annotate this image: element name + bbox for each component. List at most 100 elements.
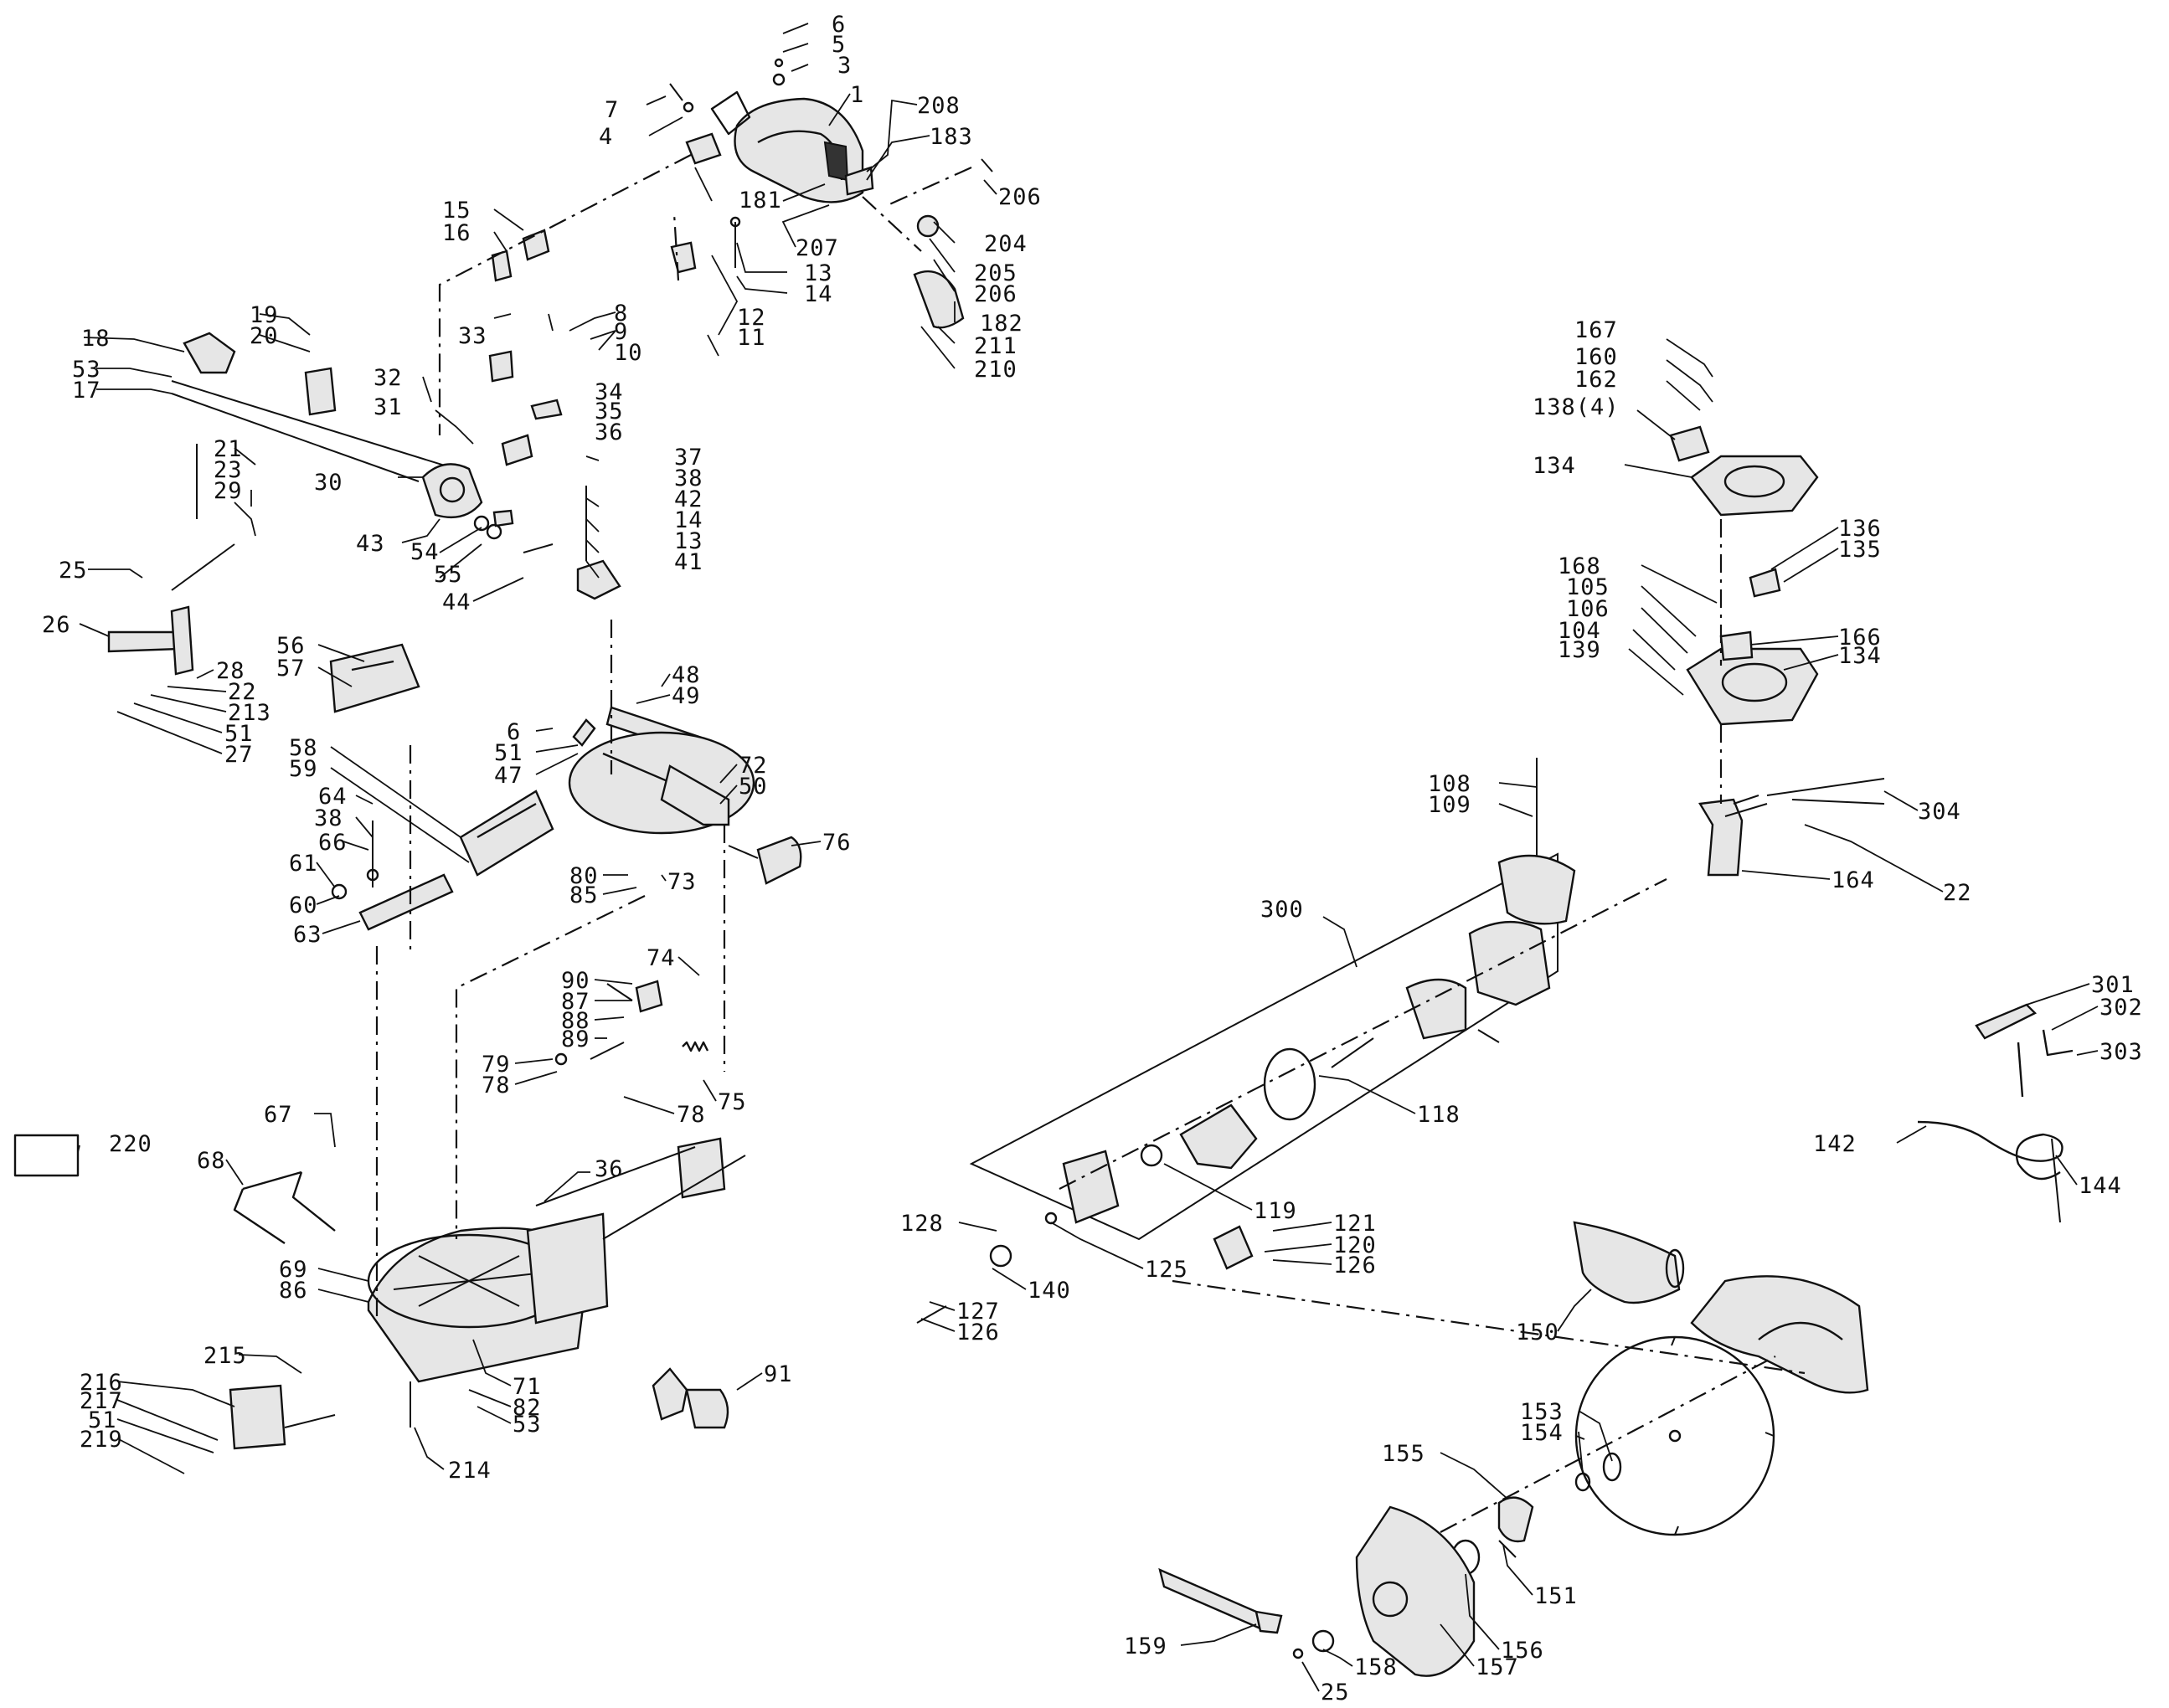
callout-42: 42 bbox=[674, 486, 703, 512]
callout-109: 109 bbox=[1428, 792, 1471, 818]
fence-left bbox=[329, 643, 420, 713]
callout-48: 48 bbox=[672, 662, 701, 688]
callout-158: 158 bbox=[1354, 1654, 1398, 1680]
lock-knob bbox=[728, 836, 802, 885]
callout-166: 166 bbox=[1838, 625, 1882, 651]
callout-211: 211 bbox=[974, 333, 1018, 359]
callout-53: 53 bbox=[72, 357, 101, 383]
motor-assembly bbox=[916, 758, 1576, 1324]
callout-10: 10 bbox=[614, 340, 643, 366]
miter-base bbox=[367, 1137, 746, 1383]
callout-219: 219 bbox=[80, 1427, 123, 1453]
callout-182: 182 bbox=[980, 311, 1023, 337]
callout-66: 66 bbox=[318, 830, 348, 856]
callout-28: 28 bbox=[216, 658, 245, 684]
callout-128: 128 bbox=[900, 1211, 944, 1237]
callout-20: 20 bbox=[250, 323, 279, 349]
callout-301: 301 bbox=[2091, 972, 2135, 998]
callout-47: 47 bbox=[494, 763, 523, 789]
callout-14-b: 14 bbox=[674, 507, 703, 533]
callout-168: 168 bbox=[1558, 553, 1601, 579]
callout-159: 159 bbox=[1124, 1633, 1167, 1659]
callout-181: 181 bbox=[739, 188, 782, 214]
callout-120: 120 bbox=[1333, 1232, 1377, 1258]
callout-21: 21 bbox=[214, 436, 243, 462]
switch-trigger bbox=[491, 229, 550, 282]
callout-61: 61 bbox=[289, 851, 318, 877]
callout-18: 18 bbox=[81, 326, 111, 352]
callout-51-c: 51 bbox=[88, 1407, 117, 1433]
callout-78: 78 bbox=[482, 1073, 511, 1098]
callout-14: 14 bbox=[804, 281, 833, 307]
callout-67: 67 bbox=[264, 1102, 293, 1128]
callout-6: 6 bbox=[832, 12, 846, 38]
carriage-assembly bbox=[107, 332, 621, 676]
callout-204: 204 bbox=[984, 231, 1028, 257]
lower-guard-150 bbox=[1573, 1221, 1685, 1304]
callout-85: 85 bbox=[569, 882, 599, 908]
callout-303: 303 bbox=[2099, 1039, 2143, 1065]
callout-220: 220 bbox=[109, 1131, 152, 1157]
callout-214: 214 bbox=[448, 1458, 492, 1484]
callout-135: 135 bbox=[1838, 537, 1882, 563]
callout-7: 7 bbox=[605, 97, 619, 123]
callout-22-b: 22 bbox=[1943, 880, 1972, 906]
callout-183: 183 bbox=[930, 124, 973, 150]
callout-127: 127 bbox=[956, 1299, 1000, 1325]
callout-8: 8 bbox=[614, 301, 628, 327]
callout-140: 140 bbox=[1028, 1278, 1071, 1304]
callout-134-b: 134 bbox=[1838, 643, 1882, 669]
callout-82: 82 bbox=[513, 1395, 542, 1421]
screws-304 bbox=[1724, 778, 1885, 817]
callout-leaders bbox=[77, 23, 2099, 1692]
callout-51-b: 51 bbox=[494, 740, 523, 766]
callout-15: 15 bbox=[442, 198, 471, 224]
callout-216: 216 bbox=[80, 1370, 123, 1396]
callout-125: 125 bbox=[1145, 1257, 1188, 1283]
part-drawings bbox=[13, 58, 2074, 1677]
upper-blade-guard bbox=[710, 58, 864, 203]
callout-69: 69 bbox=[279, 1257, 308, 1283]
callout-30: 30 bbox=[314, 470, 343, 496]
callout-88: 88 bbox=[561, 1008, 590, 1034]
callout-208: 208 bbox=[917, 93, 961, 119]
callout-162: 162 bbox=[1574, 367, 1618, 393]
callout-33: 33 bbox=[458, 323, 487, 349]
callout-57: 57 bbox=[276, 656, 306, 682]
callout-106: 106 bbox=[1566, 596, 1610, 622]
callout-210: 210 bbox=[974, 357, 1018, 383]
callout-11: 11 bbox=[737, 325, 766, 351]
callout-136: 136 bbox=[1838, 516, 1882, 542]
power-cord bbox=[1917, 1120, 2063, 1223]
callout-71: 71 bbox=[513, 1374, 542, 1400]
callout-144: 144 bbox=[2079, 1173, 2122, 1199]
callout-90: 90 bbox=[561, 968, 590, 994]
callout-32: 32 bbox=[374, 365, 403, 391]
callout-56: 56 bbox=[276, 633, 306, 659]
callout-6-b: 6 bbox=[507, 719, 521, 745]
callout-80: 80 bbox=[569, 863, 599, 889]
saw-blade bbox=[1574, 1335, 1775, 1536]
callout-1: 1 bbox=[850, 82, 864, 108]
handle-lever-164 bbox=[1698, 795, 1759, 877]
callout-160: 160 bbox=[1574, 344, 1618, 370]
callout-49: 49 bbox=[672, 683, 701, 709]
callout-16: 16 bbox=[442, 220, 471, 246]
callout-labels: 6 5 3 1 7 4 208 183 206 181 207 204 205 … bbox=[42, 12, 2143, 1705]
callout-91: 91 bbox=[764, 1361, 793, 1387]
callout-59: 59 bbox=[289, 756, 318, 782]
lower-guard-157 bbox=[1355, 1505, 1476, 1677]
callout-164: 164 bbox=[1832, 867, 1875, 893]
callout-104: 104 bbox=[1558, 618, 1601, 644]
callout-35: 35 bbox=[595, 399, 624, 424]
handle-bottom-housing bbox=[1686, 568, 1819, 726]
callout-105: 105 bbox=[1566, 574, 1610, 600]
carry-handle bbox=[233, 1170, 336, 1244]
callout-302: 302 bbox=[2099, 995, 2143, 1021]
callout-86: 86 bbox=[279, 1278, 308, 1304]
callout-139: 139 bbox=[1558, 637, 1601, 663]
assembly-axes bbox=[375, 154, 1806, 1533]
callout-73: 73 bbox=[667, 869, 697, 895]
callout-13-b: 13 bbox=[674, 528, 703, 554]
